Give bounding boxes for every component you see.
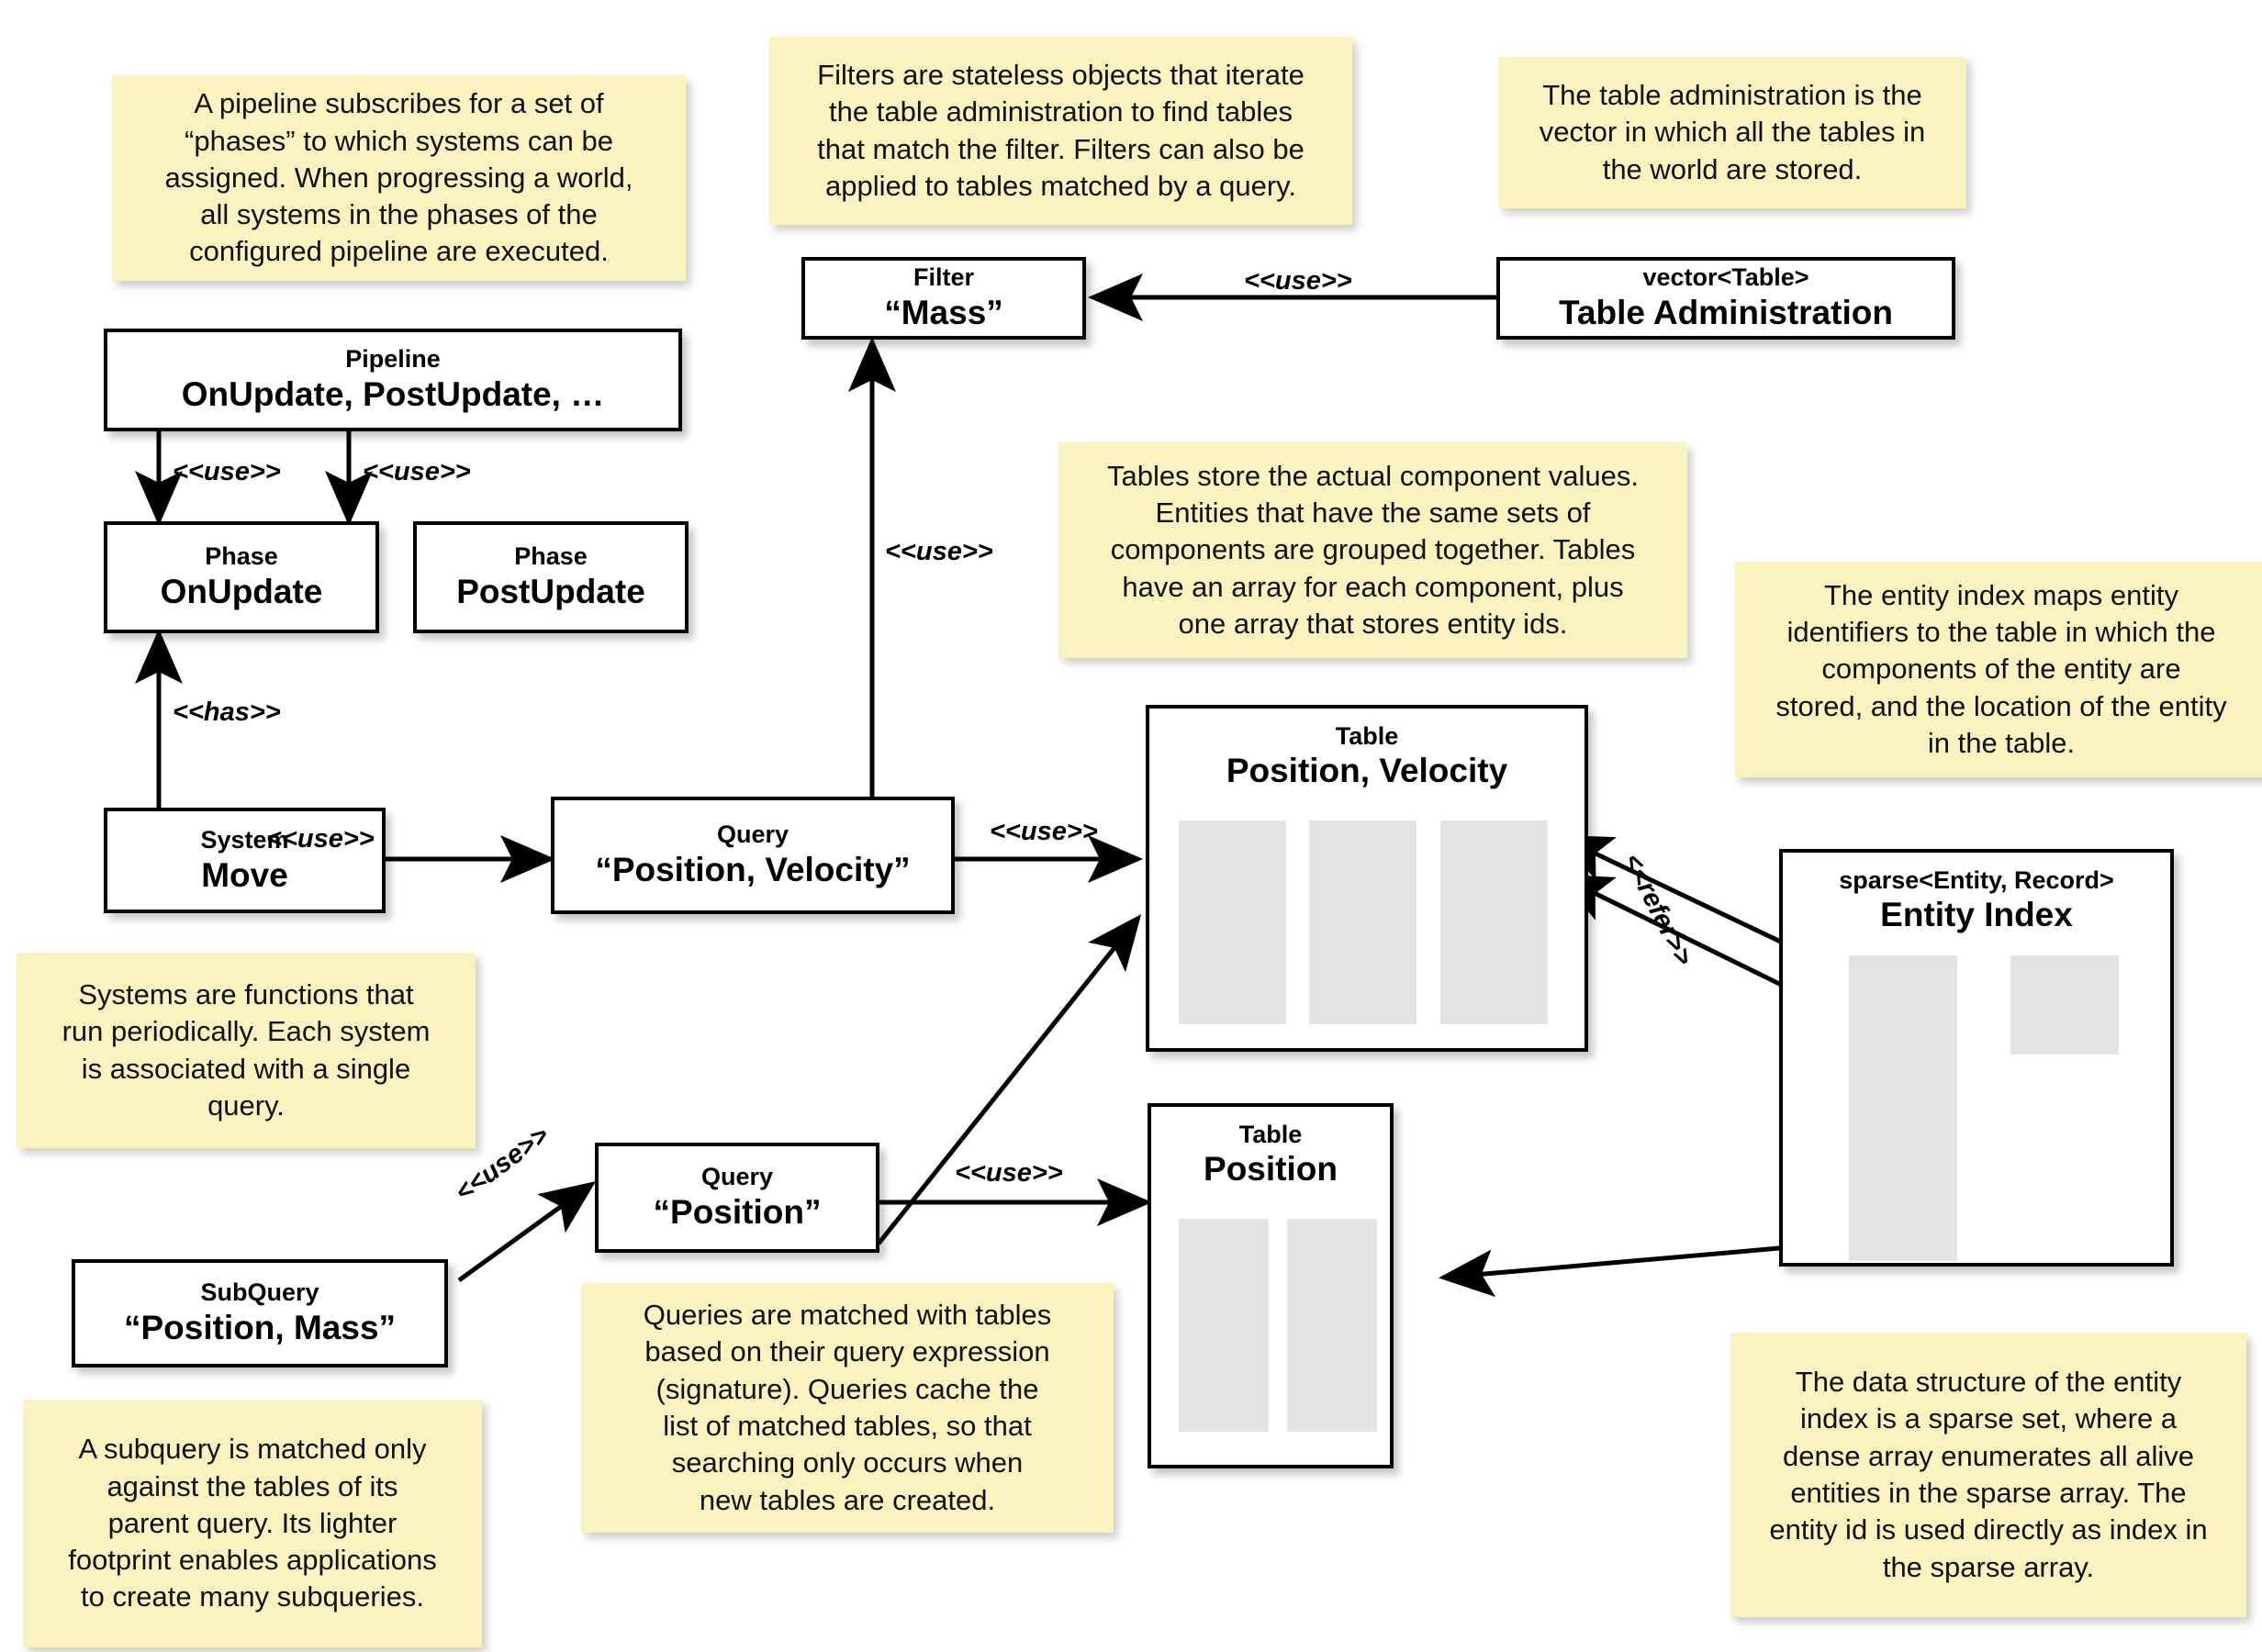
entity-index-sparse-array bbox=[1849, 955, 1957, 1261]
box-table-posvel-stereotype: Table bbox=[1335, 722, 1399, 750]
note-filters: Filters are stateless objects that itera… bbox=[769, 37, 1352, 225]
note-pipeline: A pipeline subscribes for a set of “phas… bbox=[112, 75, 686, 281]
box-table-admin-name: Table Administration bbox=[1559, 294, 1893, 332]
edge-label-query-table-posvel: <<use>> bbox=[990, 817, 1098, 846]
edge-label-admin-filter: <<use>> bbox=[1244, 266, 1352, 296]
box-filter-name: “Mass” bbox=[884, 294, 1003, 332]
box-entity-index-stereotype: sparse<Entity, Record> bbox=[1839, 866, 2114, 894]
box-phase-onupdate[interactable]: Phase OnUpdate bbox=[104, 521, 379, 633]
edge-label-pipeline-postupdate: <<use>> bbox=[363, 457, 471, 486]
entity-index-dense-array bbox=[2010, 955, 2119, 1055]
box-table-posvel-name: Position, Velocity bbox=[1226, 752, 1508, 790]
note-table-administration: The table administration is the vector i… bbox=[1498, 57, 1966, 208]
table-column-position bbox=[1179, 820, 1286, 1024]
table-column-velocity bbox=[1309, 820, 1417, 1024]
box-query-position-velocity[interactable]: Query “Position, Velocity” bbox=[551, 797, 955, 914]
box-system-move-name: Move bbox=[201, 855, 288, 894]
entity-index-header: sparse<Entity, Record> Entity Index bbox=[1783, 865, 2170, 936]
box-query-position[interactable]: Query “Position” bbox=[595, 1143, 879, 1253]
table-posvel-header: Table Position, Velocity bbox=[1149, 721, 1585, 792]
box-phase-onupdate-stereotype: Phase bbox=[205, 542, 278, 571]
box-pipeline-name: OnUpdate, PostUpdate, … bbox=[181, 375, 605, 414]
note-subquery: A subquery is matched only against the t… bbox=[23, 1400, 482, 1647]
box-system-move-stereotype: System bbox=[200, 825, 289, 854]
box-phase-postupdate[interactable]: Phase PostUpdate bbox=[413, 521, 689, 633]
table-pos-column-position bbox=[1179, 1219, 1269, 1432]
box-query-pos-stereotype: Query bbox=[700, 1163, 774, 1191]
edge-label-query-filter: <<use>> bbox=[885, 537, 993, 566]
box-pipeline[interactable]: Pipeline OnUpdate, PostUpdate, … bbox=[104, 329, 682, 431]
box-system-move[interactable]: System Move bbox=[104, 808, 386, 913]
edge-label-pipeline-onupdate: <<use>> bbox=[173, 457, 281, 486]
edge-label-index-refer: <<refer>> bbox=[1617, 849, 1699, 971]
edge-querypos-table-posvel bbox=[877, 914, 1142, 1245]
box-subquery-name: “Position, Mass” bbox=[123, 1309, 397, 1347]
box-filter-mass[interactable]: Filter “Mass” bbox=[801, 257, 1086, 340]
box-filter-stereotype: Filter bbox=[913, 263, 974, 292]
box-entity-index[interactable]: sparse<Entity, Record> Entity Index bbox=[1779, 849, 2174, 1267]
note-queries: Queries are matched with tables based on… bbox=[581, 1283, 1114, 1533]
box-entity-index-name: Entity Index bbox=[1880, 896, 2073, 934]
table-pos-column-entity-ids bbox=[1287, 1219, 1377, 1432]
box-query-posvel-name: “Position, Velocity” bbox=[595, 851, 911, 889]
edge-label-system-query: <<use>> bbox=[266, 824, 375, 854]
box-table-position[interactable]: Table Position bbox=[1148, 1103, 1394, 1468]
box-subquery-stereotype: SubQuery bbox=[200, 1278, 319, 1307]
note-sparse-set: The data structure of the entity index i… bbox=[1730, 1333, 2246, 1617]
edge-label-system-phase: <<has>> bbox=[173, 698, 281, 727]
box-table-administration[interactable]: vector<Table> Table Administration bbox=[1496, 257, 1955, 340]
table-column-entity-ids bbox=[1440, 820, 1548, 1024]
box-query-pos-name: “Position” bbox=[653, 1193, 822, 1232]
table-pos-header: Table Position bbox=[1151, 1120, 1390, 1190]
box-table-position-velocity[interactable]: Table Position, Velocity bbox=[1146, 705, 1588, 1052]
note-systems: Systems are functions that run periodica… bbox=[17, 953, 476, 1148]
box-phase-postupdate-name: PostUpdate bbox=[456, 573, 645, 611]
box-pipeline-stereotype: Pipeline bbox=[345, 345, 441, 374]
note-tables: Tables store the actual component values… bbox=[1058, 442, 1687, 658]
edge-label-querypos-table-pos: <<use>> bbox=[955, 1158, 1063, 1188]
box-query-posvel-stereotype: Query bbox=[716, 820, 789, 849]
note-entity-index: The entity index maps entity identifiers… bbox=[1735, 562, 2262, 777]
box-table-admin-stereotype: vector<Table> bbox=[1642, 263, 1809, 292]
box-subquery-position-mass[interactable]: SubQuery “Position, Mass” bbox=[72, 1259, 448, 1367]
box-table-pos-name: Position bbox=[1204, 1150, 1338, 1189]
box-table-pos-stereotype: Table bbox=[1238, 1121, 1303, 1148]
box-phase-postupdate-stereotype: Phase bbox=[514, 542, 588, 571]
box-phase-onupdate-name: OnUpdate bbox=[160, 573, 323, 611]
